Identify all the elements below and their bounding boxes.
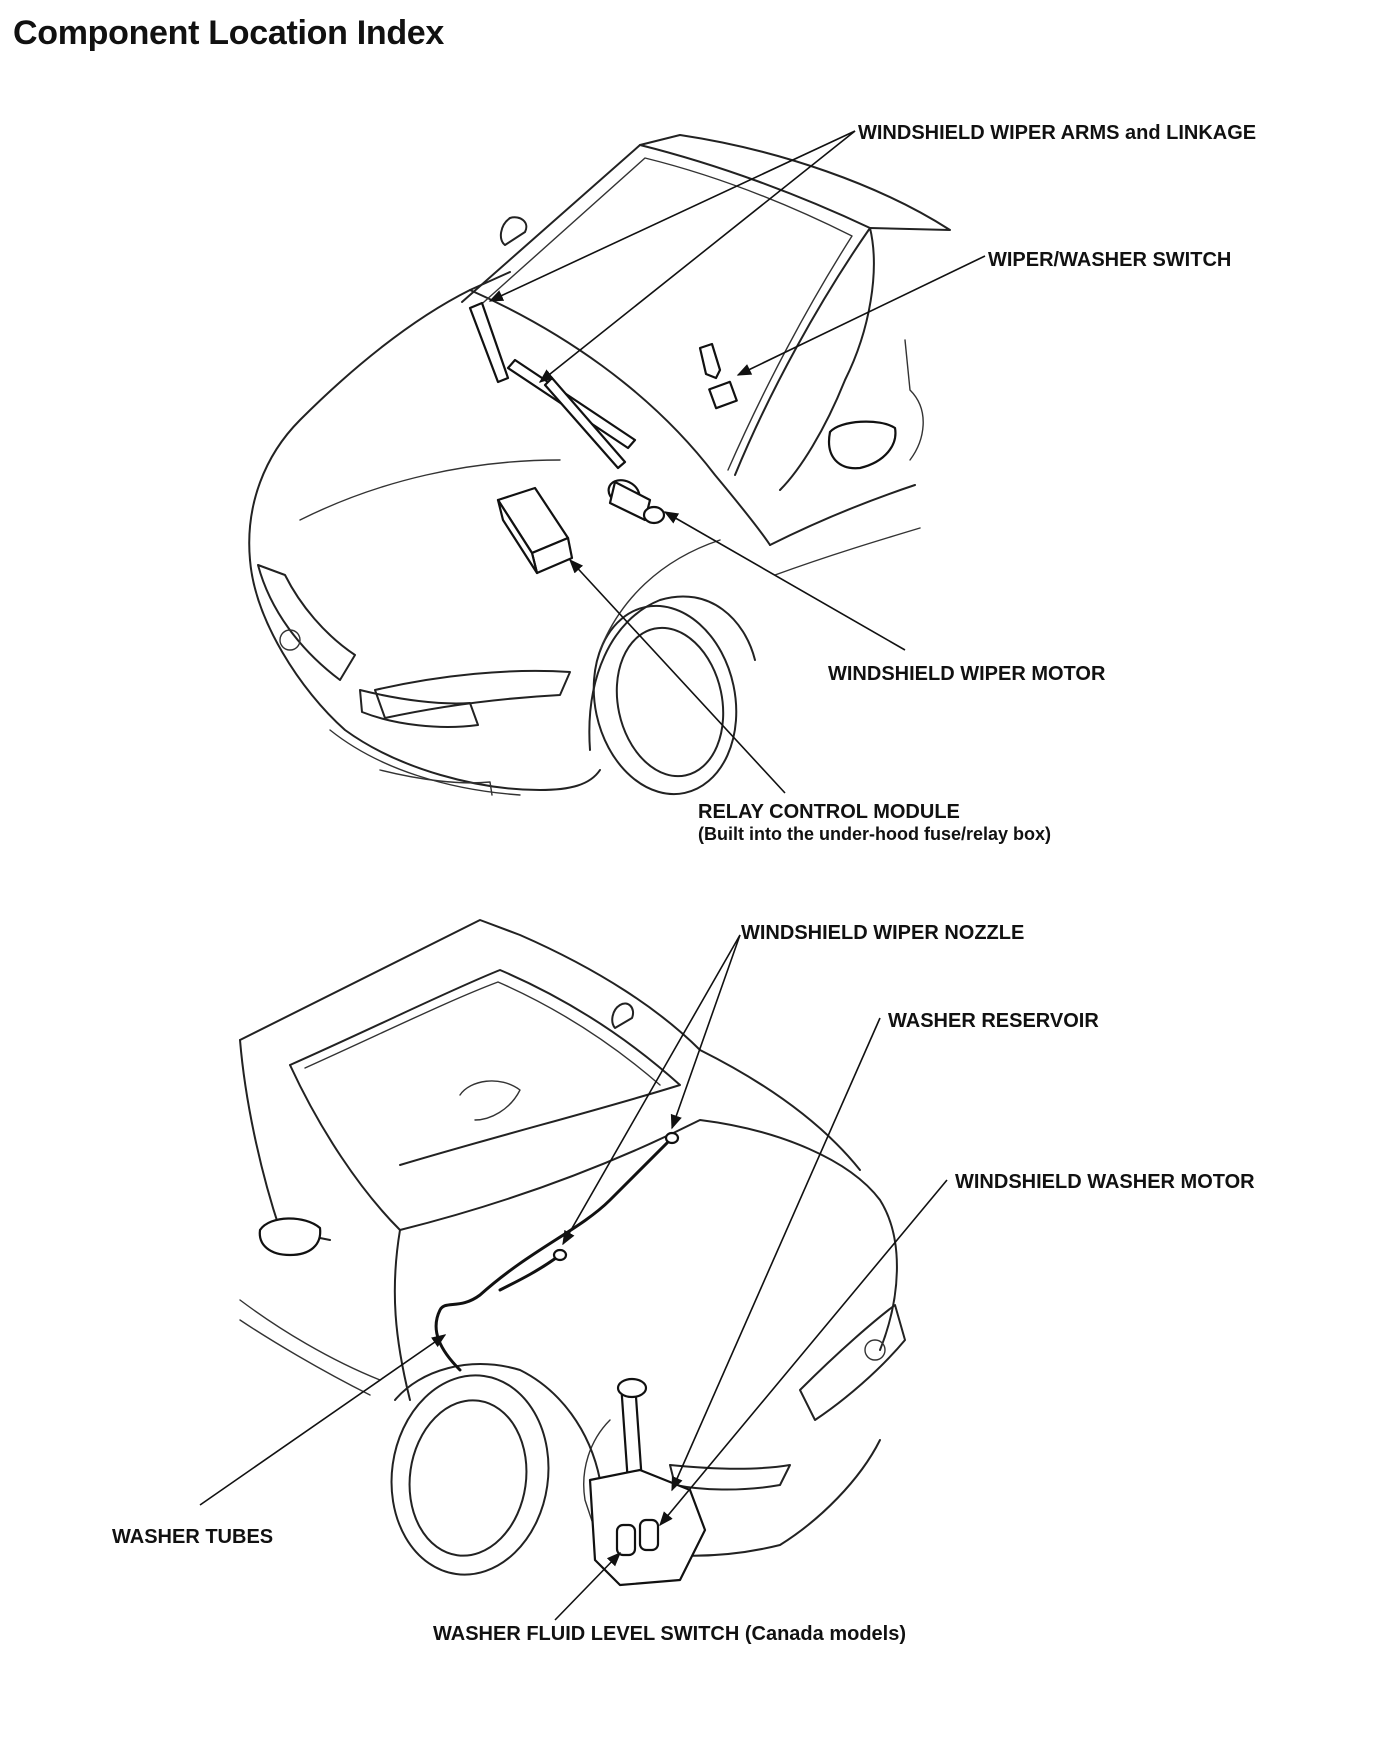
label-fluid-level-switch: WASHER FLUID LEVEL SWITCH (Canada models…	[433, 1623, 906, 1645]
wiper-motor-part	[607, 479, 666, 525]
label-washer-reservoir: WASHER RESERVOIR	[888, 1010, 1099, 1032]
fluid-level-switch-part	[615, 1523, 637, 1557]
wiper-washer-switch-part	[698, 342, 738, 410]
label-wiper-arms: WINDSHIELD WIPER ARMS and LINKAGE	[858, 122, 1257, 144]
bottom-car-outline	[239, 919, 906, 1576]
washer-motor-part	[638, 1518, 660, 1552]
page-title: Component Location Index	[13, 14, 445, 52]
wiper-arm-left	[468, 301, 510, 384]
label-washer-tubes: WASHER TUBES	[112, 1526, 274, 1548]
washer-reservoir-part	[588, 1377, 707, 1587]
label-wiper-motor: WINDSHIELD WIPER MOTOR	[828, 663, 1106, 685]
relay-control-module-part	[496, 486, 574, 575]
leader-lines	[199, 130, 986, 1621]
top-car-outline	[248, 134, 951, 796]
washer-tubes-part	[434, 1136, 674, 1372]
label-wiper-washer-switch: WIPER/WASHER SWITCH	[988, 249, 1232, 271]
label-wiper-nozzle: WINDSHIELD WIPER NOZZLE	[741, 922, 1025, 944]
wiper-nozzle-parts	[552, 1131, 680, 1262]
label-washer-motor: WINDSHIELD WASHER MOTOR	[955, 1171, 1255, 1193]
label-relay-module-note: (Built into the under-hood fuse/relay bo…	[698, 824, 1051, 844]
label-relay-module: RELAY CONTROL MODULE	[698, 801, 960, 823]
